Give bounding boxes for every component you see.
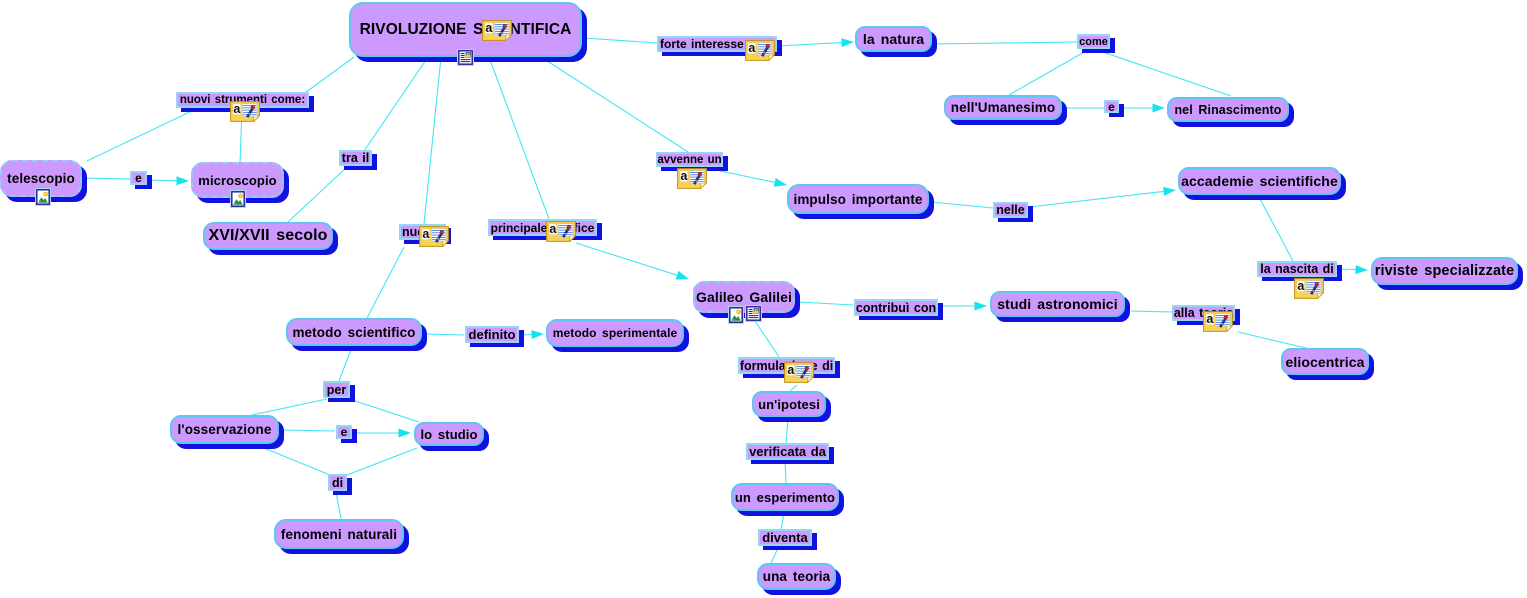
- svg-text:a: a: [549, 222, 557, 236]
- svg-text:a: a: [787, 363, 795, 377]
- svg-text:a: a: [748, 41, 756, 55]
- svg-text:a: a: [1206, 312, 1214, 326]
- svg-text:a: a: [422, 227, 430, 241]
- svg-text:a: a: [485, 21, 493, 35]
- svg-text:a: a: [1297, 279, 1305, 293]
- svg-text:a: a: [233, 102, 241, 116]
- svg-text:a: a: [680, 169, 688, 183]
